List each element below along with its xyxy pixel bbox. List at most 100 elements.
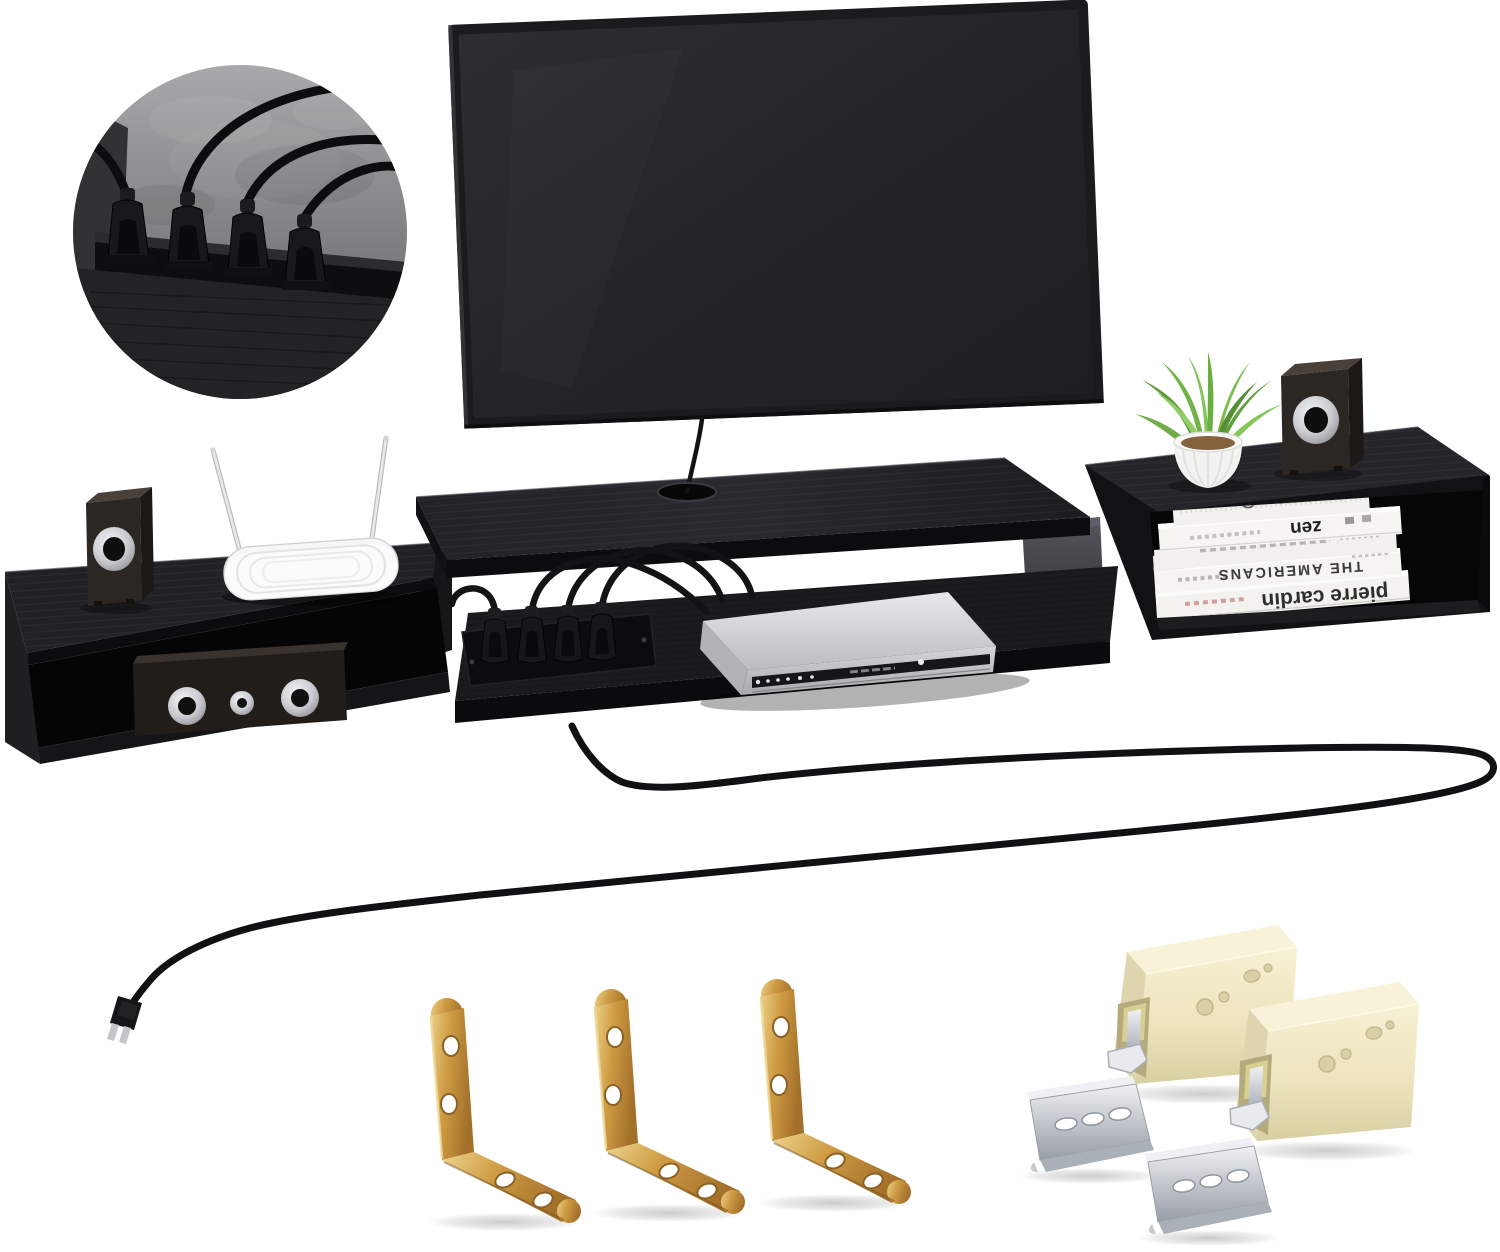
tv-edge-highlight xyxy=(448,24,469,429)
dvd-top xyxy=(703,592,996,670)
bracket-hole-2 xyxy=(440,1093,458,1115)
top-board-grain xyxy=(416,458,1090,560)
inset-plug-2 xyxy=(164,192,214,270)
plug-prong-2 xyxy=(119,1026,131,1044)
center-speaker-top xyxy=(133,642,348,664)
top-board-back-edge xyxy=(415,457,1006,498)
center-speaker-driver-right-cap xyxy=(291,689,309,707)
plate-hole-1 xyxy=(1054,1117,1078,1131)
left-cabinet-front-edge xyxy=(27,578,437,665)
bracket-vertical-arm xyxy=(430,1008,474,1160)
right-speaker-foot-1 xyxy=(1290,470,1298,475)
anchor-hole-oval xyxy=(1243,969,1261,983)
right-speaker-foot-2 xyxy=(1334,466,1342,471)
mounting-plate-1 xyxy=(1018,1076,1162,1184)
bracket-edge-highlight xyxy=(429,1019,444,1159)
right-speaker-top xyxy=(1281,358,1362,376)
plate-bottom-fold xyxy=(1040,1140,1154,1172)
top-board-end-face xyxy=(416,497,447,578)
outlet-inset xyxy=(73,65,407,399)
bracket-hole-1 xyxy=(442,1035,460,1057)
tv-edge-bottom xyxy=(464,398,1104,429)
bracket-hole-3 xyxy=(494,1171,516,1189)
anchor-hook-foot xyxy=(1107,1043,1148,1074)
dvd-shadow xyxy=(700,673,1030,711)
strip-cable-1 xyxy=(448,585,499,616)
plate-hole-2 xyxy=(1081,1112,1105,1126)
plate-corner-curl xyxy=(1030,1162,1038,1172)
power-cord-plug xyxy=(107,996,142,1044)
tv-cable-tip xyxy=(684,487,691,494)
strip-plug-4 xyxy=(587,602,617,661)
plate-shadow xyxy=(1018,1168,1162,1184)
inset-plugs xyxy=(104,188,331,290)
left-speaker-foot-2 xyxy=(126,599,134,604)
right-cabinet-bottom-lip xyxy=(1157,600,1480,630)
strip-cable-3 xyxy=(564,546,726,613)
power-strip-screw-right xyxy=(641,637,647,643)
tv xyxy=(448,0,1104,429)
inset-wood-surface xyxy=(73,268,407,399)
strip-cable-4 xyxy=(598,542,756,610)
anchor-hole-large xyxy=(1196,998,1214,1016)
inset-plug-1 xyxy=(104,188,154,264)
center-speaker xyxy=(133,642,348,736)
right-speaker-side xyxy=(1348,358,1364,468)
left-speaker xyxy=(80,487,154,614)
l-bracket-3 xyxy=(755,977,915,1214)
bracket-horizontal-arm xyxy=(442,1152,576,1222)
router-body xyxy=(223,537,399,601)
book-spine-title: zen xyxy=(1289,516,1322,539)
dvd-buttons xyxy=(755,675,814,685)
inset-plug-4 xyxy=(281,214,331,290)
power-strip-cables xyxy=(448,542,756,616)
inset-plug-3 xyxy=(224,199,274,277)
anchor-top-edge xyxy=(1145,946,1298,975)
power-strip xyxy=(448,542,756,687)
wall-anchor-2 xyxy=(1229,981,1420,1162)
strip-plug-1 xyxy=(480,608,510,664)
center-speaker-driver-left-cap xyxy=(178,697,196,715)
bracket-edge-shade xyxy=(443,1161,565,1221)
router-antenna-right xyxy=(368,435,389,548)
plug-prong-1 xyxy=(107,1023,119,1041)
l-bracket-1 xyxy=(427,998,583,1231)
right-cabinet-end-face xyxy=(1478,476,1490,612)
anchor-hole-tiny xyxy=(1263,963,1273,973)
router-antenna-left xyxy=(210,447,242,551)
power-strip-plugs xyxy=(480,602,617,664)
dvd-power-button xyxy=(918,659,924,665)
dvd-side xyxy=(700,621,748,695)
book-stack: pierre cardin THE AMERICANS zen xyxy=(1150,490,1410,618)
left-speaker-side xyxy=(140,487,154,600)
bracket-hole-4 xyxy=(532,1191,554,1209)
strip-plug-3 xyxy=(553,605,583,663)
plant-pot-soil-top xyxy=(1181,436,1235,450)
dvd-front-strip xyxy=(752,654,990,688)
router xyxy=(210,435,402,606)
right-speaker xyxy=(1274,358,1364,481)
power-cord xyxy=(127,722,1497,1010)
center-speaker-tweeter-cap xyxy=(237,698,247,708)
dvd-bottom-line xyxy=(751,668,991,693)
plant-pot-ribs xyxy=(1182,449,1234,487)
strip-plug-2 xyxy=(517,606,547,664)
dvd-label-text xyxy=(849,666,896,674)
plate-top-fold xyxy=(1026,1076,1136,1100)
left-speaker-foot-1 xyxy=(94,601,102,606)
anchor-top-face xyxy=(1127,925,1297,974)
dvd-player xyxy=(700,592,1030,711)
power-strip-screw-left xyxy=(469,659,475,665)
inset-cable-3 xyxy=(241,135,407,210)
left-cabinet-end-face xyxy=(5,572,40,764)
right-speaker-driver-cap xyxy=(1304,407,1328,433)
anchor-hole-small xyxy=(1218,991,1230,1003)
top-board-front-face xyxy=(447,517,1090,578)
l-bracket-2 xyxy=(589,987,749,1224)
bracket-arm-tip xyxy=(557,1199,581,1223)
tv-screen xyxy=(458,9,1094,419)
bracket-shadow xyxy=(427,1213,583,1231)
left-speaker-driver-cap xyxy=(103,537,125,561)
